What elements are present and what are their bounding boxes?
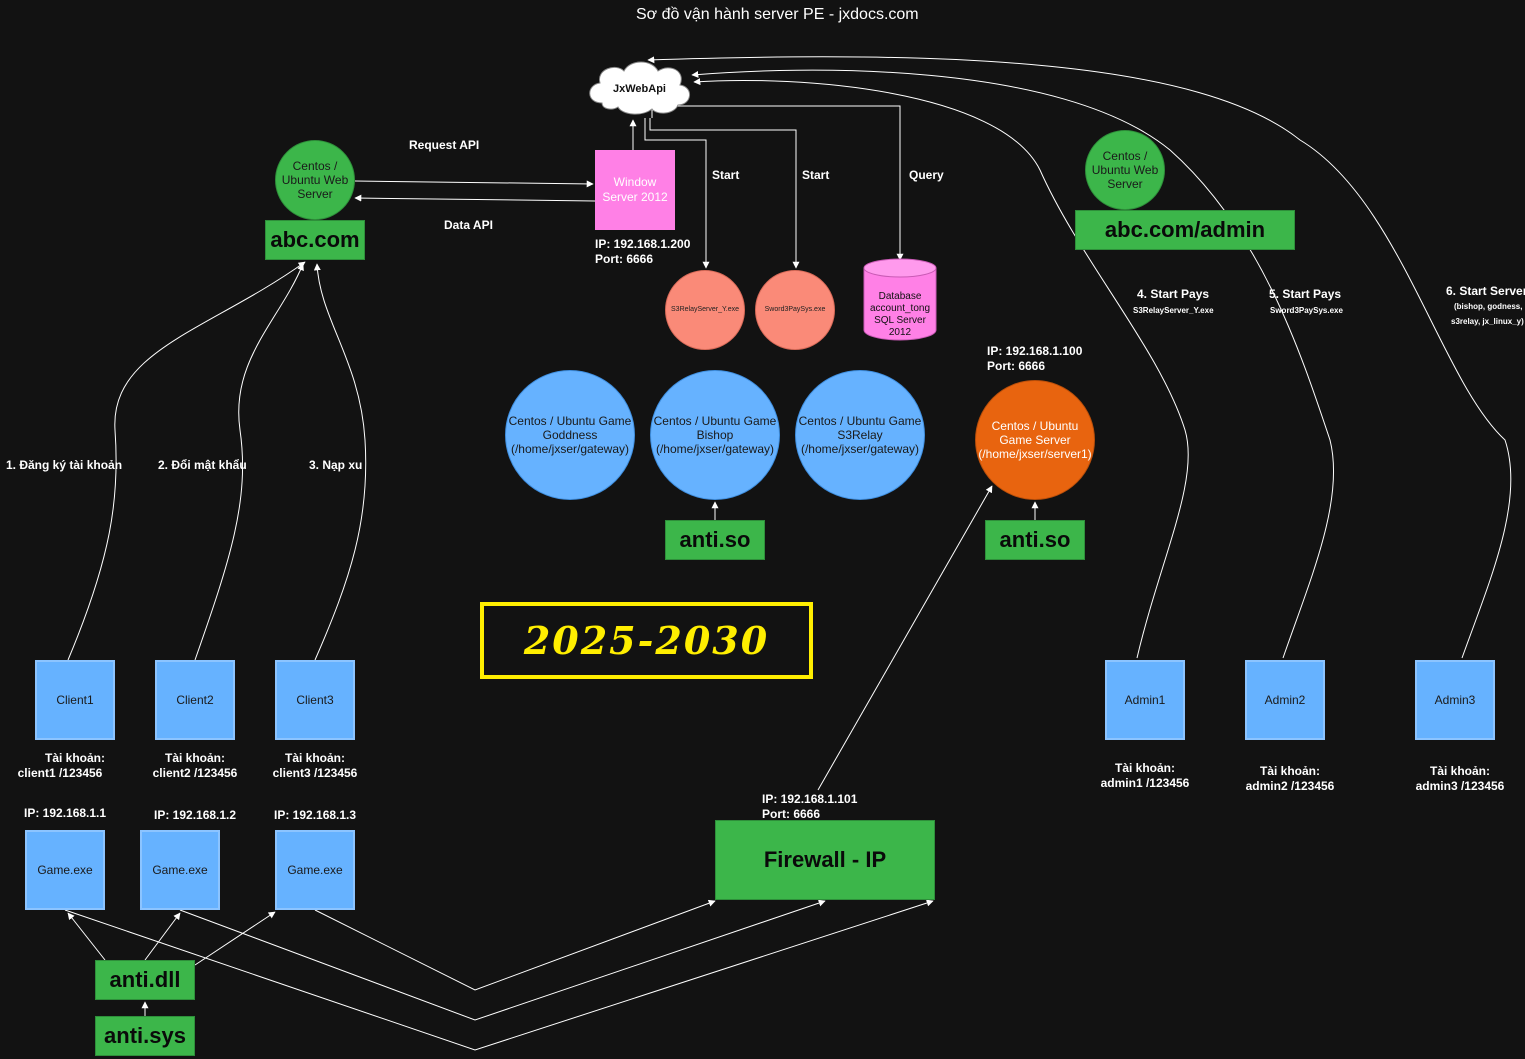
abc-com-box[interactable]: abc.com [265,220,365,260]
request-api-label: Request API [409,138,480,152]
client1-account: client1 /123456 [17,766,103,780]
client3-box[interactable]: Client3 [275,660,355,740]
admin1-account-title: Tài khoản: [1114,761,1175,775]
sword3paysys-process[interactable]: Sword3PaySys.exe [755,270,835,350]
database-icon[interactable] [863,258,937,342]
web-server-left[interactable]: Centos / Ubuntu Web Server [275,140,355,220]
data-api-arrow [354,194,596,202]
client-action-change-password: 2. Đổi mật khẩu [158,458,247,472]
window-server-box[interactable]: Window Server 2012 [595,150,675,230]
client2-box[interactable]: Client2 [155,660,235,740]
start-sword-arrow [649,118,800,269]
admin-action-start-server-sub1: (bishop, godness, [1454,302,1523,311]
start-s3relay-arrow [644,118,710,269]
firewall-port: Port: 6666 [762,807,821,821]
game-exe-2[interactable]: Game.exe [140,830,220,910]
admin1-to-api-arrow [693,78,1189,659]
antidll-to-game2-arrow [144,912,181,961]
game-exe-3[interactable]: Game.exe [275,830,355,910]
firewall-ip: IP: 192.168.1.101 [762,792,858,806]
jxwebapi-label: JxWebApi [613,83,666,95]
admin2-box[interactable]: Admin2 [1245,660,1325,740]
client3-ip: IP: 192.168.1.3 [274,808,357,822]
query-label: Query [909,168,944,182]
s3relay-process[interactable]: S3RelayServer_Y.exe [665,270,745,350]
client3-account-title: Tài khoản: [284,751,345,765]
client1-box[interactable]: Client1 [35,660,115,740]
client-action-topup: 3. Nạp xu [309,458,363,472]
game3-to-firewall-arrow [314,899,716,991]
admin2-account: admin2 /123456 [1245,779,1335,793]
abc-com-admin-box[interactable]: abc.com/admin [1075,210,1295,250]
gateway-bishop[interactable]: Centos / Ubuntu Game Bishop (/home/jxser… [650,370,780,500]
antidll-to-game3-arrow [194,911,276,966]
game-server-ip: IP: 192.168.1.100 [987,344,1083,358]
gateway-s3relay[interactable]: Centos / Ubuntu Game S3Relay (/home/jxse… [795,370,925,500]
game1-to-firewall-arrow [64,899,934,1051]
game-server[interactable]: Centos / Ubuntu Game Server (/home/jxser… [975,380,1095,500]
start-label-1: Start [712,168,740,182]
admin-action-start-pays-2-sub: Sword3PaySys.exe [1270,306,1343,315]
admin-action-start-server-sub2: s3relay, jx_linux_y) [1451,317,1524,326]
jxwebapi-cloud-icon[interactable] [582,55,697,120]
client2-ip: IP: 192.168.1.2 [154,808,237,822]
antidll-to-game1-arrow [67,912,106,961]
web-server-right[interactable]: Centos / Ubuntu Web Server [1085,130,1165,210]
window-server-port: Port: 6666 [595,252,654,266]
client1-to-abc-arrow [67,261,306,661]
client-action-register: 1. Đăng ký tài khoản [6,458,123,472]
client3-account: client3 /123456 [272,766,358,780]
admin-action-start-pays-1: 4. Start Pays [1137,287,1210,301]
client2-account-title: Tài khoản: [164,751,225,765]
era-banner: 2025-2030 [480,602,813,679]
game2-to-firewall-arrow [179,899,826,1021]
query-db-arrow [651,105,904,261]
admin-action-start-pays-1-sub: S3RelayServer_Y.exe [1133,306,1214,315]
admin-action-start-pays-2: 5. Start Pays [1269,287,1342,301]
client1-ip: IP: 192.168.1.1 [24,806,107,820]
window-server-ip: IP: 192.168.1.200 [595,237,691,251]
firewall-box[interactable]: Firewall - IP [715,820,935,900]
client3-to-abc-arrow [313,263,367,661]
admin3-to-api-arrow [647,56,1512,659]
database-label: Database account_tong SQL Server 2012 [869,291,931,338]
client2-account: client2 /123456 [152,766,238,780]
admin3-account: admin3 /123456 [1415,779,1505,793]
data-api-label: Data API [444,218,493,232]
admin2-account-title: Tài khoản: [1259,764,1320,778]
anti-so-box-1[interactable]: anti.so [665,520,765,560]
era-text: 2025-2030 [523,618,770,663]
client2-to-abc-arrow [194,263,304,661]
start-label-2: Start [802,168,830,182]
admin3-box[interactable]: Admin3 [1415,660,1495,740]
client1-account-title: Tài khoản: [44,751,105,765]
admin1-box[interactable]: Admin1 [1105,660,1185,740]
diagram-title: Sơ đồ vận hành server PE - jxdocs.com [636,6,919,23]
anti-dll-box[interactable]: anti.dll [95,960,195,1000]
admin-action-start-server: 6. Start Server [1446,284,1525,298]
game-exe-1[interactable]: Game.exe [25,830,105,910]
anti-sys-box[interactable]: anti.sys [95,1016,195,1056]
request-api-arrow [354,180,594,188]
firewall-to-gameserver-arrow [817,485,993,791]
game-server-port: Port: 6666 [987,359,1046,373]
admin1-account: admin1 /123456 [1100,776,1190,790]
admin3-account-title: Tài khoản: [1429,764,1490,778]
gateway-goddness[interactable]: Centos / Ubuntu Game Goddness (/home/jxs… [505,370,635,500]
anti-so-box-2[interactable]: anti.so [985,520,1085,560]
